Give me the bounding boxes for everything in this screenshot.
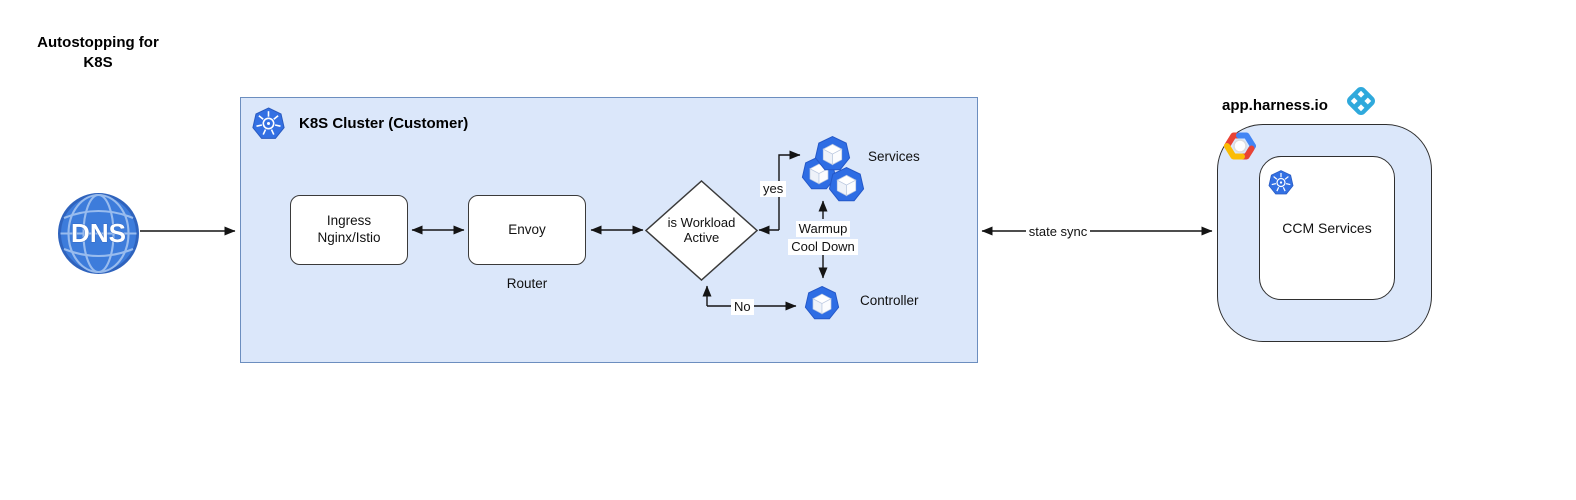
decision-label-wrap: is Workload Active xyxy=(645,180,758,281)
globe-icon xyxy=(60,193,137,274)
services-label: Services xyxy=(868,149,920,164)
gcp-hexagon-icon xyxy=(1224,132,1256,160)
k8s-workload-cube-icon xyxy=(804,285,840,320)
yes-edge-label: yes xyxy=(760,180,787,198)
cluster-header: K8S Cluster (Customer) xyxy=(252,104,468,142)
page-title: Autostopping for K8S xyxy=(37,34,159,71)
envoy-node: Envoy xyxy=(468,195,586,265)
k8s-workload-cube-icon xyxy=(828,166,865,202)
dns-label: DNS xyxy=(71,218,126,248)
warmup-cooldown-label: Warmup Cool Down xyxy=(783,220,863,256)
services-node xyxy=(801,133,867,203)
kubernetes-icon xyxy=(1268,170,1294,195)
controller-label: Controller xyxy=(860,293,919,308)
envoy-label: Envoy xyxy=(508,221,546,237)
ingress-node: Ingress Nginx/Istio xyxy=(290,195,408,265)
kubernetes-icon xyxy=(252,106,285,139)
k8s-workload-cube-icon xyxy=(814,135,851,171)
ingress-label: Ingress Nginx/Istio xyxy=(317,213,381,245)
controller-node xyxy=(804,285,840,320)
cluster-title: K8S Cluster (Customer) xyxy=(299,114,469,132)
harness-domain-label: app.harness.io xyxy=(1222,97,1328,114)
no-edge-label: No xyxy=(731,298,754,316)
router-caption: Router xyxy=(506,276,548,291)
decision-diamond xyxy=(645,180,758,281)
decision-label: is Workload Active xyxy=(667,214,736,245)
state-sync-label: state sync xyxy=(1016,223,1100,241)
ccm-services-label: CCM Services xyxy=(1282,220,1372,236)
dns-node: DNS xyxy=(58,193,139,274)
harness-logo-icon xyxy=(1347,87,1375,115)
